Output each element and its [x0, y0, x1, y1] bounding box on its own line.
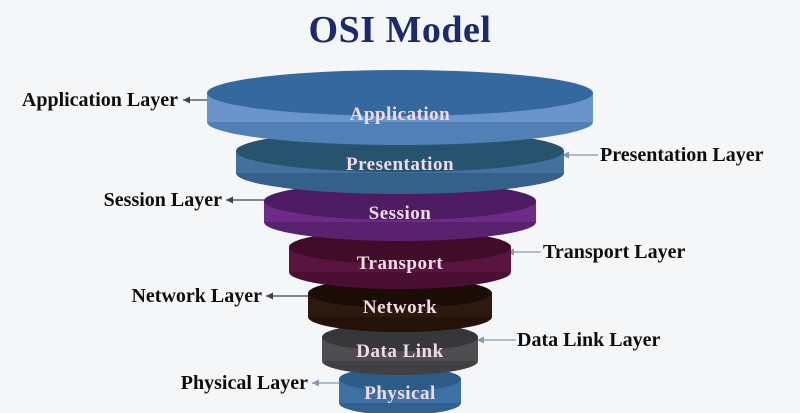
page-title: OSI Model — [308, 9, 492, 51]
connector-arrow-data-link — [477, 336, 484, 344]
side-label-application-layer: Application Layer — [21, 89, 178, 111]
disc-label-session: Session — [369, 203, 432, 224]
side-label-presentation-layer: Presentation Layer — [600, 144, 764, 166]
connector-arrow-physical — [312, 379, 319, 387]
connector-arrow-session — [226, 196, 233, 204]
disc-top — [207, 70, 593, 116]
side-label-physical-layer: Physical Layer — [180, 372, 308, 394]
disc-label-transport: Transport — [357, 253, 444, 274]
disc-label-application: Application — [350, 104, 451, 125]
disc-label-data-link: Data Link — [356, 341, 443, 362]
side-label-network-layer: Network Layer — [131, 285, 262, 307]
side-label-session-layer: Session Layer — [103, 189, 222, 211]
connector-arrow-network — [266, 292, 273, 300]
connector-arrow-presentation — [562, 151, 569, 159]
disc-label-network: Network — [363, 297, 437, 318]
side-label-data-link-layer: Data Link Layer — [517, 329, 661, 351]
disc-label-presentation: Presentation — [346, 154, 454, 175]
funnel-layer-physical: Physical — [339, 367, 461, 413]
side-label-transport-layer: Transport Layer — [543, 241, 686, 263]
disc-label-physical: Physical — [364, 383, 436, 404]
connector-arrow-application — [183, 96, 190, 104]
funnel-layer-application: Application — [207, 70, 593, 145]
